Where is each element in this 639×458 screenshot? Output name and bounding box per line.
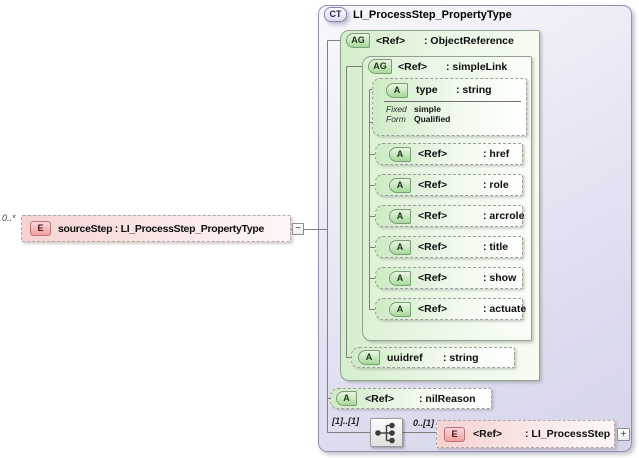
element-li-processstep[interactable]: E <Ref> : LI_ProcessStep	[436, 420, 615, 448]
attribute-badge: A	[389, 239, 411, 255]
attribute-badge: A	[389, 146, 411, 162]
element-type-text: : LI_ProcessStep	[525, 428, 611, 440]
attribute-badge: A	[389, 270, 411, 286]
attribute-nilreason[interactable]: A <Ref> : nilReason	[330, 388, 492, 409]
facet-separator	[384, 101, 521, 102]
attribute-group-badge: AG	[346, 33, 370, 48]
attribute-type-text: : show	[483, 272, 517, 284]
facet-value: simple	[414, 104, 441, 114]
element-badge: E	[444, 426, 465, 442]
attribute-uuidref[interactable]: A uuidref : string	[351, 347, 515, 368]
attribute-group-badge: AG	[368, 59, 392, 74]
attribute-href[interactable]: A <Ref> : href	[375, 143, 523, 165]
group-type: : ObjectReference	[424, 34, 514, 47]
complex-type-title: LI_ProcessStep_PropertyType	[353, 9, 512, 21]
source-occurrence-label: 0..*	[2, 213, 16, 223]
attribute-actuate[interactable]: A <Ref> : actuate	[375, 298, 527, 320]
attribute-badge: A	[386, 82, 408, 98]
sequence-occurrence-label: [1]..[1]	[332, 416, 359, 426]
attribute-type-text: : href	[483, 148, 510, 160]
attribute-type-text: : actuate	[483, 303, 527, 315]
facet-form: Form Qualified	[386, 114, 526, 124]
attribute-type-text: : title	[483, 241, 509, 253]
simple-link-header[interactable]: AG <Ref> : simpleLink	[368, 59, 507, 74]
attribute-name: type	[416, 84, 438, 96]
source-element-label: sourceStep : LI_ProcessStep_PropertyType	[58, 222, 265, 235]
attribute-name: <Ref>	[418, 210, 448, 222]
attribute-name: <Ref>	[418, 179, 448, 191]
attribute-name: uuidref	[387, 351, 423, 364]
attribute-arcrole[interactable]: A <Ref> : arcrole	[375, 205, 525, 227]
group-name: <Ref>	[376, 34, 406, 47]
element-badge: E	[30, 221, 51, 236]
attribute-badge: A	[358, 350, 380, 365]
attribute-name: <Ref>	[418, 272, 448, 284]
group-type: : simpleLink	[446, 60, 508, 73]
attribute-name: <Ref>	[418, 241, 448, 253]
object-reference-header[interactable]: AG <Ref> : ObjectReference	[346, 33, 514, 48]
source-element[interactable]: E sourceStep : LI_ProcessStep_PropertyTy…	[21, 215, 291, 242]
attribute-type-text: : arcrole	[483, 210, 525, 222]
sequence-icon	[375, 422, 395, 443]
attribute-title[interactable]: A <Ref> : title	[375, 236, 523, 258]
expand-button[interactable]: +	[617, 428, 630, 441]
group-name: <Ref>	[398, 60, 428, 73]
attribute-type-text: : role	[483, 179, 509, 191]
child-occurrence-label: 0..[1]	[413, 418, 435, 428]
sequence-compositor[interactable]	[370, 418, 403, 447]
ct-badge: CT	[324, 7, 347, 22]
attribute-role[interactable]: A <Ref> : role	[375, 174, 523, 196]
attribute-type-text: : string	[456, 84, 492, 96]
attribute-badge: A	[389, 301, 411, 317]
facet-label: Fixed	[386, 104, 407, 114]
facet-fixed: Fixed simple	[386, 104, 526, 114]
attribute-badge: A	[336, 391, 357, 406]
facet-value: Qualified	[414, 114, 451, 124]
attribute-badge: A	[389, 177, 411, 193]
attribute-name: <Ref>	[418, 303, 448, 315]
attribute-type-text: : string	[443, 351, 479, 364]
attribute-show[interactable]: A <Ref> : show	[375, 267, 523, 289]
attribute-type-text: : nilReason	[419, 392, 476, 405]
attribute-name: <Ref>	[365, 392, 395, 405]
element-name: <Ref>	[473, 428, 503, 440]
facet-label: Form	[386, 114, 406, 124]
collapse-button[interactable]: −	[292, 223, 304, 235]
attribute-name: <Ref>	[418, 148, 448, 160]
attribute-badge: A	[389, 208, 411, 224]
attribute-type[interactable]: A type : string Fixed simple Form Qualif…	[372, 78, 527, 136]
